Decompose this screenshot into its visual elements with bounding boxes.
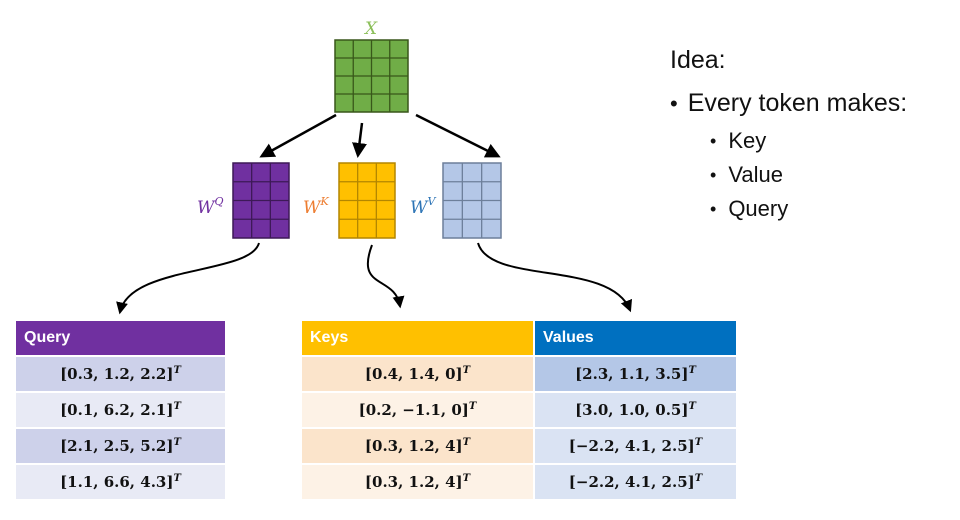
arrow-wq-to-query [116,242,260,315]
idea-sub-item-text: Query [728,196,789,221]
table-row: [0.1, 6.2, 2.1]T [16,391,225,428]
table-row: [2.1, 2.5, 5.2]T [16,427,225,464]
key-vector: [0.3, 1.2, 4]T [302,463,534,499]
idea-sub-item: • Key [710,128,907,154]
matrix-x-label: X [363,19,378,39]
idea-sub-item-text: Value [728,162,783,187]
weight-matrix-wv [442,162,502,239]
table-row: [0.3, 1.2, 2.2]T [16,355,225,392]
table-row: [0.4, 1.4, 0]T [2.3, 1.1, 3.5]T [302,355,736,392]
arrow-x-to-wq [259,113,337,158]
values-table-header: Values [533,321,736,356]
matrix-wv-label: WV [410,195,436,218]
arrow-wk-to-keys [366,244,405,309]
idea-sub-item: • Query [710,196,907,222]
key-vector: [0.2, −1.1, 0]T [302,391,534,428]
idea-sub-item: • Value [710,162,907,188]
idea-sub-list: • Key • Value • Query [710,128,907,222]
idea-title: Idea: [670,46,726,74]
table-row: [0.3, 1.2, 4]T [−2.2, 4.1, 2.5]T [302,463,736,499]
idea-sub-item-text: Key [728,128,767,153]
table-row: [0.3, 1.2, 4]T [−2.2, 4.1, 2.5]T [302,427,736,464]
value-vector: [−2.2, 4.1, 2.5]T [533,463,736,499]
idea-main-bullet: • Every token makes: [670,89,907,118]
matrix-wk-label: WK [303,195,329,218]
query-vector: [0.1, 6.2, 2.1]T [16,391,225,428]
idea-panel: Idea: • Every token makes: • Key • Value… [670,46,907,230]
query-table: Query [0.3, 1.2, 2.2]T [0.1, 6.2, 2.1]T … [16,321,225,499]
matrix-wk-grid [339,163,395,238]
key-vector: [0.4, 1.4, 0]T [302,355,534,392]
query-table-header: Query [16,321,225,356]
value-vector: [3.0, 1.0, 0.5]T [533,391,736,428]
keys-values-table: Keys Values [0.4, 1.4, 0]T [2.3, 1.1, 3.… [302,321,736,499]
keys-table-header: Keys [302,321,534,356]
query-vector: [1.1, 6.6, 4.3]T [16,463,225,499]
bullet-dot-icon: • [710,198,717,219]
query-vector: [0.3, 1.2, 2.2]T [16,355,225,392]
table-row: [1.1, 6.6, 4.3]T [16,463,225,499]
key-vector: [0.3, 1.2, 4]T [302,427,534,464]
weight-matrix-wk [338,162,396,239]
matrix-wq-grid [233,163,289,238]
arrow-x-to-wk [352,122,367,158]
matrix-x-grid [335,40,408,112]
bullet-dot-icon: • [710,130,717,151]
matrix-wq-label: WQ [197,195,224,218]
table-row: [0.2, −1.1, 0]T [3.0, 1.0, 0.5]T [302,391,736,428]
arrow-x-to-wv [415,113,501,158]
arrow-wv-to-values [477,242,632,313]
input-matrix-x [334,39,409,113]
idea-main-bullet-text: Every token makes: [687,89,908,117]
value-vector: [−2.2, 4.1, 2.5]T [533,427,736,464]
bullet-dot-icon: • [710,164,717,185]
matrix-wv-grid [443,163,501,238]
bullet-dot-icon: • [670,90,678,116]
value-vector: [2.3, 1.1, 3.5]T [533,355,736,392]
query-vector: [2.1, 2.5, 5.2]T [16,427,225,464]
weight-matrix-wq [232,162,290,239]
